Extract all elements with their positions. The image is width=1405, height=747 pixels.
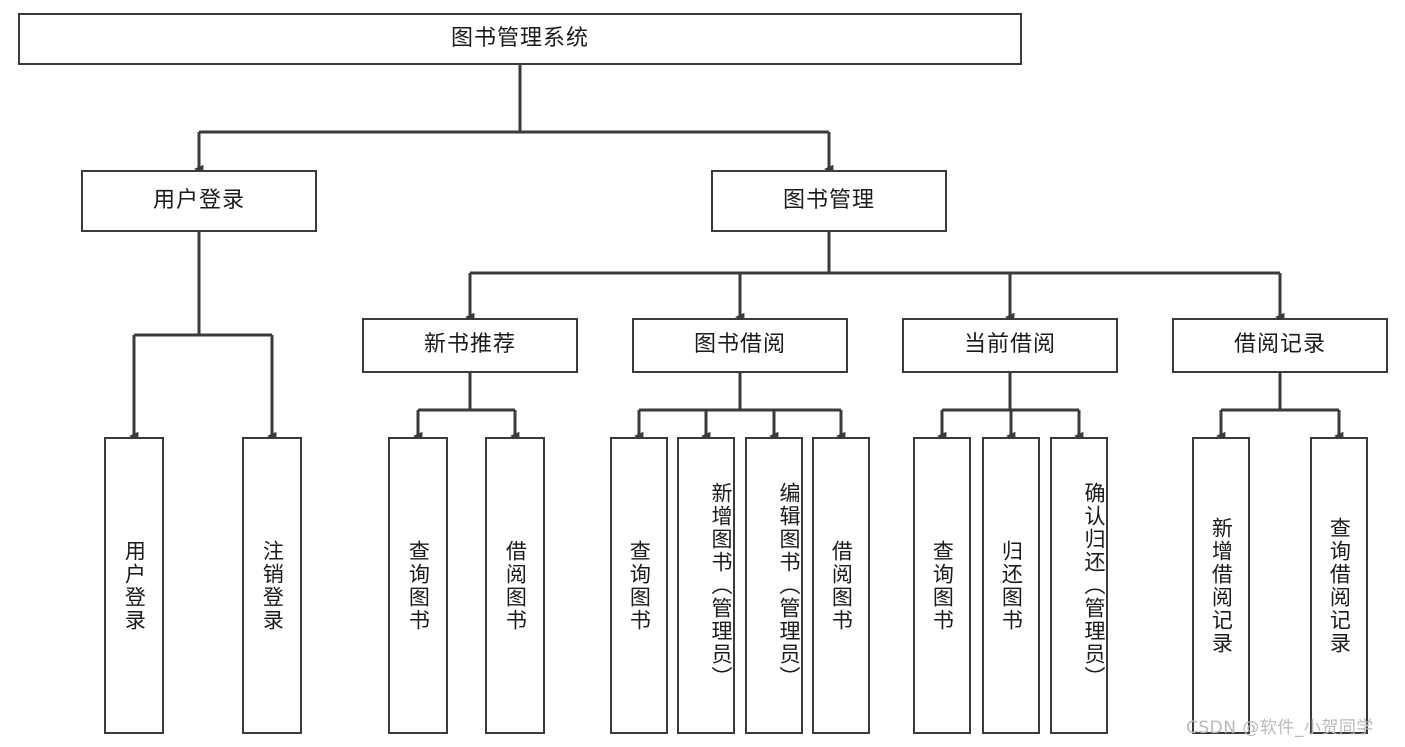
node-leaf-query-borrow-record-label: 查询借阅记录	[1327, 516, 1352, 655]
node-leaf-edit-book[interactable]: 编辑图书（管理员）	[745, 437, 803, 734]
node-leaf-confirm-return[interactable]: 确认归还（管理员）	[1050, 437, 1108, 734]
node-borrow-record[interactable]: 借阅记录	[1172, 318, 1388, 373]
node-borrow-record-label: 借阅记录	[1233, 332, 1326, 358]
node-book-manage-label: 图书管理	[782, 187, 875, 213]
node-leaf-borrow-book-2[interactable]: 借阅图书	[812, 437, 870, 734]
node-current-borrow-label: 当前借阅	[963, 332, 1056, 358]
node-leaf-borrow-book-2-label: 借阅图书	[829, 539, 854, 632]
node-leaf-return-book-label: 归还图书	[999, 539, 1024, 632]
node-leaf-edit-book-label: 编辑图书（管理员）	[777, 482, 801, 689]
node-leaf-query-book-1[interactable]: 查询图书	[388, 437, 448, 734]
node-leaf-add-book[interactable]: 新增图书（管理员）	[677, 437, 735, 734]
node-leaf-user-login-label: 用户登录	[122, 539, 147, 632]
node-root[interactable]: 图书管理系统	[18, 13, 1022, 65]
node-current-borrow[interactable]: 当前借阅	[902, 318, 1118, 373]
node-leaf-query-book-1-label: 查询图书	[406, 539, 431, 632]
node-leaf-user-logout[interactable]: 注销登录	[242, 437, 302, 734]
node-leaf-confirm-return-label: 确认归还（管理员）	[1082, 482, 1106, 689]
watermark-label: CSDN @软件_小贺同学	[1186, 718, 1374, 738]
node-book-borrow[interactable]: 图书借阅	[632, 318, 848, 373]
node-root-label: 图书管理系统	[450, 25, 589, 51]
node-leaf-return-book[interactable]: 归还图书	[982, 437, 1040, 734]
node-leaf-add-book-label: 新增图书（管理员）	[709, 482, 733, 689]
node-leaf-query-book-3[interactable]: 查询图书	[913, 437, 971, 734]
node-user-login[interactable]: 用户登录	[81, 170, 317, 232]
node-leaf-query-book-3-label: 查询图书	[930, 539, 955, 632]
node-leaf-borrow-book-1[interactable]: 借阅图书	[485, 437, 545, 734]
node-leaf-query-book-2[interactable]: 查询图书	[610, 437, 668, 734]
node-leaf-user-login[interactable]: 用户登录	[104, 437, 164, 734]
node-leaf-add-borrow-record-label: 新增借阅记录	[1209, 516, 1234, 655]
node-user-login-label: 用户登录	[152, 187, 245, 213]
node-book-manage[interactable]: 图书管理	[711, 170, 947, 232]
node-leaf-query-borrow-record[interactable]: 查询借阅记录	[1310, 437, 1368, 734]
node-leaf-query-book-2-label: 查询图书	[627, 539, 652, 632]
node-leaf-add-borrow-record[interactable]: 新增借阅记录	[1192, 437, 1250, 734]
node-book-borrow-label: 图书借阅	[693, 332, 786, 358]
node-leaf-borrow-book-1-label: 借阅图书	[503, 539, 528, 632]
node-new-book-recommend[interactable]: 新书推荐	[362, 318, 578, 373]
node-leaf-user-logout-label: 注销登录	[260, 539, 285, 632]
node-new-book-recommend-label: 新书推荐	[423, 332, 516, 358]
